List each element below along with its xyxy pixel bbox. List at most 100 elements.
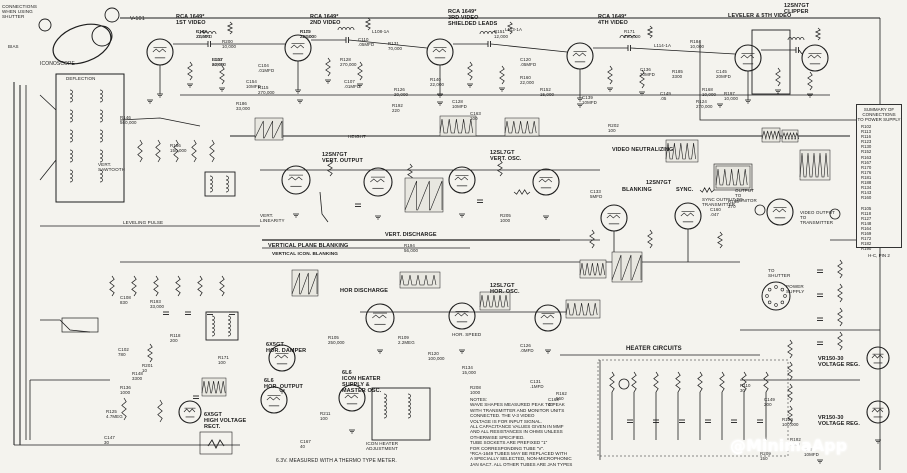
component-value: R202 100 (608, 123, 619, 133)
watermark-text: @MinimaApp (730, 436, 848, 455)
component-value: C126 .0MFD (520, 343, 534, 353)
tube-grid (432, 48, 447, 53)
power-supply-summary-box: SUMMARY OF CONNECTIONS TO POWER SUPPLY R… (856, 104, 902, 258)
resistor-symbol (775, 67, 781, 87)
component-value: R148 3300 (132, 371, 143, 381)
video1-label: RCA 1649* 1ST VIDEO (176, 14, 206, 26)
connections-shutter-label: CONNECTIONS WHEN USING SHUTTER (2, 4, 38, 19)
vacuum-tube-symbol (674, 202, 702, 230)
component-value: C108 830 (120, 295, 131, 305)
component-value: C110 .05MFD (358, 37, 375, 47)
resistor-symbol (763, 371, 769, 393)
component-value: R136 1000 (120, 385, 131, 395)
resistor-symbol (187, 61, 193, 81)
resistor-symbol (357, 61, 363, 81)
iconoscope-symbol (52, 23, 112, 65)
component-value: R111 22,000 (300, 29, 315, 39)
heater-circuits-label: HEATER CIRCUITS (626, 346, 682, 352)
vert-discharge-label: VERT. DISCHARGE (385, 232, 437, 238)
component-value: R208 1000 (470, 385, 481, 395)
master-osc-transformer (371, 387, 431, 441)
component-value: R124 270,000 (696, 99, 713, 109)
inductor-symbol (199, 31, 217, 35)
waveform-trace (565, 302, 598, 316)
tube-grid (606, 214, 621, 219)
tube-grid (274, 354, 289, 359)
output-jack (754, 204, 766, 216)
deflection-yoke (55, 73, 125, 203)
summary-title: SUMMARY OF CONNECTIONS TO POWER SUPPLY (857, 107, 901, 122)
waveform-trace (781, 132, 800, 140)
component-value: C163 100 (470, 111, 481, 121)
component-value: R126 20,000 (394, 87, 409, 97)
component-value: C145 20MFD (716, 69, 731, 79)
tube-grid (807, 54, 822, 59)
connector-pin (765, 294, 769, 298)
component-value: R197 10,000 (724, 91, 739, 101)
tube-grid (370, 178, 385, 183)
video-output-label: VIDEO OUTPUT TO TRANSMITTER (800, 210, 835, 225)
inductor-symbol (407, 393, 411, 419)
resistor-symbol (407, 163, 413, 181)
waveform-scope (611, 251, 643, 283)
hor-output-transformer (205, 311, 239, 341)
component-value: R171 270,000 (624, 29, 641, 39)
component-value: R205 1000 (500, 213, 511, 223)
hor-osc-label: 12SL7GT HOR. OSC. (490, 283, 520, 295)
wire (630, 47, 736, 55)
tube-grid (454, 176, 469, 181)
component-value: R162 560 (556, 391, 567, 401)
resistor-symbol (121, 397, 127, 421)
waveform-trace (479, 294, 509, 308)
vert-output-transformer (204, 171, 236, 197)
component-value: R120 100,000 (428, 351, 445, 361)
hor-damper-label: 6X5GT HOR. DAMPER (266, 342, 307, 354)
component-value: R110 30 (740, 383, 751, 393)
component-value: R163 270 (728, 199, 739, 209)
tube-grid (288, 176, 303, 181)
resistor-symbol (157, 399, 163, 423)
vacuum-tube-symbol (801, 44, 829, 72)
resistor-symbol (741, 371, 747, 393)
resistor-symbol (646, 25, 654, 39)
to-shutter-label: TO SHUTTER (768, 268, 791, 278)
resistor-symbol (697, 371, 703, 393)
resistor-symbol (497, 159, 503, 177)
resistor-symbol (197, 275, 203, 297)
waveform-scope (199, 431, 233, 455)
shutter-symbol (38, 18, 52, 32)
inductor-symbol (337, 27, 355, 31)
component-value: R129 100,000 (782, 417, 799, 427)
output-monitor-label: OUTPUT TO MONITOR (735, 188, 757, 203)
video3-label: RCA 1649* 3RD VIDEO SHIELDED LEADS (448, 9, 498, 27)
component-value: R134 15,000 (462, 365, 477, 375)
component-value: L114-1A (654, 43, 671, 48)
component-value: R194 56,000 (404, 243, 419, 253)
vert-sawtooth-label: VERT. SAWTOOTH (98, 162, 126, 172)
component-value: L113-1A (505, 27, 522, 32)
resistor-symbol (175, 275, 181, 297)
component-value: L103 60MH (212, 57, 225, 67)
blanking-label: BLANKING (622, 187, 652, 193)
component-value: C149 200 (764, 397, 775, 407)
resistor-symbol (653, 371, 659, 393)
tube-grid (290, 44, 305, 49)
component-value: R152 15,000 (540, 87, 555, 97)
component-value: R201 10 (142, 363, 153, 373)
component-value: R182 1000 (790, 437, 801, 447)
waveform-trace (207, 439, 225, 450)
waveform-trace (611, 254, 642, 281)
vacuum-tube-symbol (338, 384, 366, 412)
vertical-plane-blanking-label: VERTICAL PLANE BLANKING (268, 243, 349, 249)
hor-speed-label: HOR. SPEED (452, 332, 482, 337)
component-value: C104 .01MFD (258, 63, 275, 73)
iconoscope-face (91, 25, 113, 47)
component-value: C133 5MFD (590, 189, 603, 199)
video4-label: RCA 1649* 4TH VIDEO (598, 14, 628, 26)
resistor-symbol (607, 65, 613, 85)
inductor-symbol (619, 35, 637, 39)
bias-label: BIAS (8, 44, 19, 49)
leveler-label: LEVELER & 5TH VIDEO (728, 13, 792, 19)
vert-linearity-label: VERT. LINEARITY (260, 213, 285, 223)
sync-label: SYNC. (676, 187, 694, 193)
